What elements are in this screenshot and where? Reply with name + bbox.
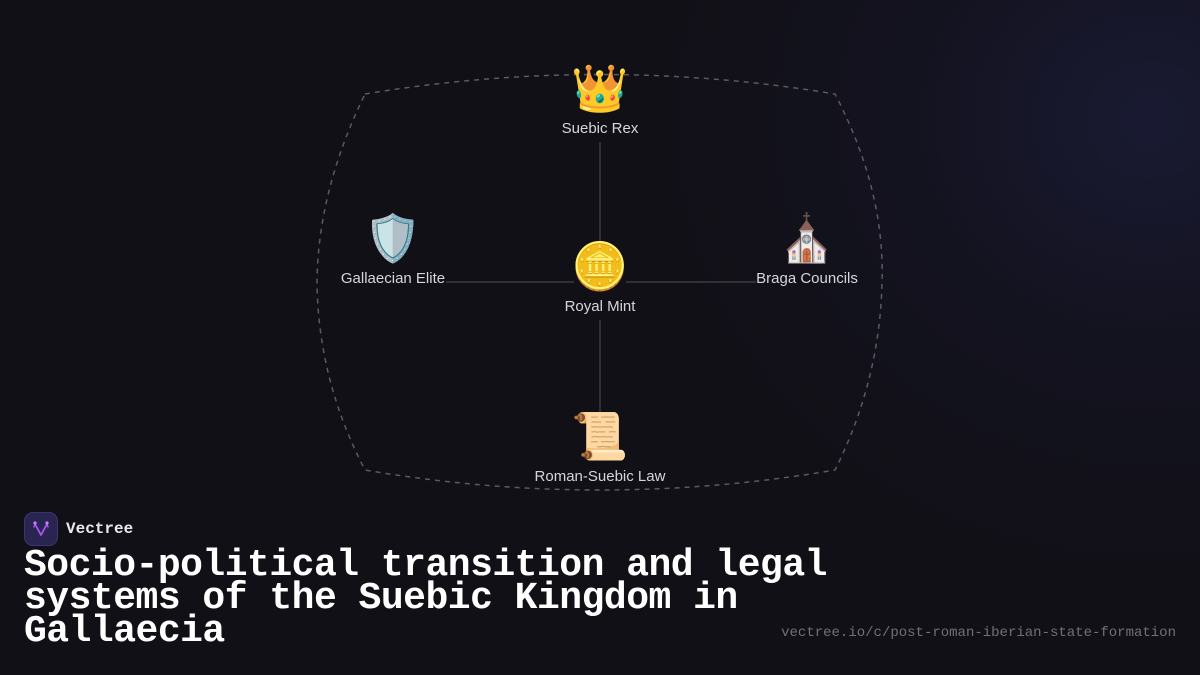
scroll-icon: 📜 <box>571 409 629 463</box>
node-royal-mint[interactable]: 🪙 Royal Mint <box>565 240 636 315</box>
node-label: Suebic Rex <box>561 120 639 137</box>
node-label: Royal Mint <box>564 298 636 315</box>
node-braga-councils[interactable]: ⛪ Braga Councils <box>756 212 858 287</box>
church-icon: ⛪ <box>778 211 836 265</box>
node-suebic-rex[interactable]: 👑 Suebic Rex <box>562 62 639 137</box>
node-label: Roman-Suebic Law <box>534 468 666 485</box>
dashed-boundary <box>316 73 883 491</box>
coin-icon: 🪙 <box>571 239 629 293</box>
node-label: Braga Councils <box>756 270 858 287</box>
brand-name: Vectree <box>66 520 134 538</box>
page-title: Socio-political transition and legal sys… <box>24 544 827 653</box>
shield-icon: 🛡️ <box>364 211 422 265</box>
node-label: Gallaecian Elite <box>340 270 446 287</box>
source-url[interactable]: vectree.io/c/post-roman-iberian-state-fo… <box>781 625 1176 641</box>
node-roman-suebic-law[interactable]: 📜 Roman-Suebic Law <box>535 410 666 485</box>
crown-icon: 👑 <box>571 61 629 115</box>
vectree-logo-icon <box>24 512 58 546</box>
node-gallaecian-elite[interactable]: 🛡️ Gallaecian Elite <box>341 212 445 287</box>
brand[interactable]: Vectree <box>24 512 133 546</box>
